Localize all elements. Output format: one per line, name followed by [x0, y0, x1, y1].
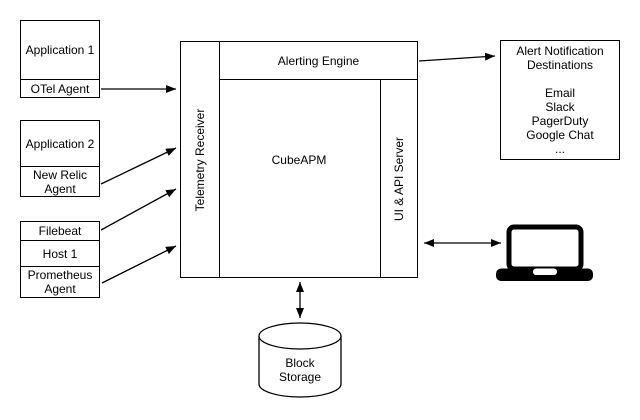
node-application-2: Application 2 New Relic Agent	[20, 120, 100, 197]
prometheus-agent-label: Prometheus Agent	[21, 266, 99, 297]
alert-destination-email: Email	[544, 86, 575, 100]
alert-destination-pagerduty: PagerDuty	[531, 114, 589, 128]
application-1-title: Application 1	[25, 43, 95, 57]
alert-destination-more: ...	[554, 142, 565, 156]
filebeat-label: Filebeat	[21, 222, 99, 241]
ui-api-server-label: UI & API Server	[392, 136, 406, 221]
node-alert-destinations: Alert Notification Destinations Email Sl…	[500, 40, 620, 160]
node-cubeapm: Telemetry Receiver Alerting Engine UI & …	[180, 41, 418, 278]
new-relic-agent-label: New Relic Agent	[21, 166, 99, 196]
alert-destination-googlechat: Google Chat	[526, 128, 594, 142]
node-host-1: Filebeat Host 1 Prometheus Agent	[20, 221, 100, 298]
laptop-icon	[496, 224, 593, 281]
application-2-title: Application 2	[25, 136, 95, 151]
otel-agent-label: OTel Agent	[21, 79, 99, 97]
host-1-title: Host 1	[42, 246, 78, 261]
arrow-newrelic-to-telemetry	[100, 147, 177, 185]
block-storage-label: Block Storage	[278, 356, 322, 384]
telemetry-receiver-strip: Telemetry Receiver	[181, 42, 220, 277]
arrow-filebeat-to-telemetry	[100, 188, 177, 231]
node-application-1: Application 1 OTel Agent	[20, 20, 100, 98]
arrow-prometheus-to-telemetry	[101, 245, 177, 284]
telemetry-receiver-label: Telemetry Receiver	[193, 108, 207, 211]
alert-destinations-title: Alert Notification Destinations	[516, 44, 604, 72]
alert-destination-slack: Slack	[545, 100, 575, 114]
arrow-alerting-to-destinations	[418, 52, 496, 62]
alerting-engine-strip: Alerting Engine	[220, 42, 417, 80]
alert-destinations-spacer	[501, 72, 619, 86]
database-cylinder-icon	[258, 322, 342, 398]
ui-api-server-strip: UI & API Server	[380, 80, 417, 277]
alerting-engine-label: Alerting Engine	[277, 53, 360, 68]
